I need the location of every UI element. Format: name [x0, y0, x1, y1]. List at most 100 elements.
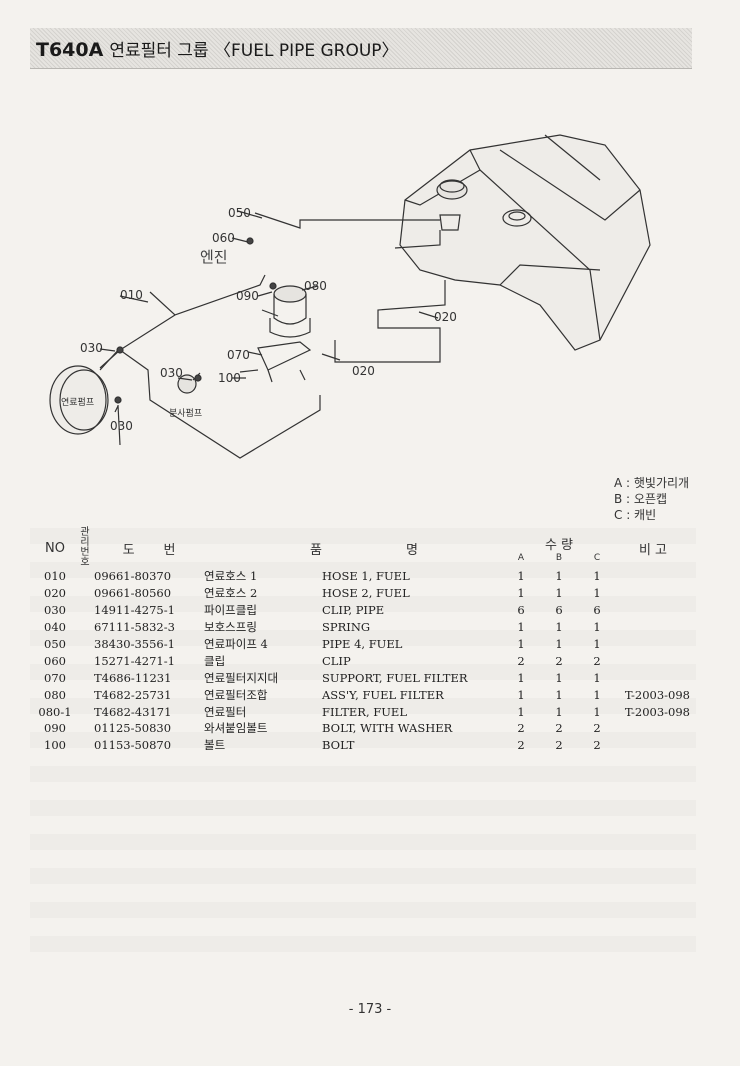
part-number: 09661-80370 [94, 569, 172, 584]
qty-b: 2 [555, 721, 563, 736]
part-name-english: ASS'Y, FUEL FILTER [322, 687, 444, 702]
part-name-korean: 보호스프링 [204, 620, 257, 635]
part-name-korean: 연료필터조합 [204, 687, 268, 702]
management-no [80, 619, 90, 636]
remarks [616, 619, 696, 636]
qty-a: 2 [517, 721, 525, 736]
part-number: 14911-4275-1 [94, 603, 175, 618]
management-no [80, 703, 90, 720]
part-name-korean: 연료파이프 4 [204, 637, 268, 651]
management-no [80, 602, 90, 619]
qty-a: 1 [517, 687, 525, 702]
part-number: 01125-50830 [94, 721, 172, 736]
part-no: 100 [44, 738, 66, 753]
part-no: 090 [44, 721, 66, 736]
part-name-english: CLIP, PIPE [322, 603, 385, 618]
part-number: 09661-80560 [94, 586, 172, 601]
col-name-b: 명 [406, 542, 418, 558]
label-fuel-pump: 연료펌프 [61, 398, 95, 408]
qty-c: 1 [593, 670, 601, 685]
qty-a: 1 [517, 586, 525, 601]
callout-080: 080 [304, 279, 327, 293]
group-title: 연료필터 그룹 〈FUEL PIPE GROUP〉 [109, 41, 399, 61]
management-no [80, 669, 90, 686]
qty-a: 1 [517, 670, 525, 685]
qty-b: 1 [555, 620, 563, 635]
remarks: T-2003-098 [624, 704, 690, 719]
col-qty-a: A [517, 552, 525, 563]
qty-b: 1 [555, 569, 563, 584]
header-band [30, 28, 692, 69]
callout-030-bottom: 030 [110, 419, 133, 433]
part-name-english: BOLT, WITH WASHER [322, 721, 453, 736]
part-name-english: CLIP [322, 653, 351, 668]
part-name-english: FILTER, FUEL [322, 704, 407, 719]
part-no: 020 [44, 586, 66, 601]
qty-c: 1 [593, 687, 601, 702]
remarks [616, 602, 696, 619]
callout-020-tank: 020 [434, 310, 457, 324]
col-part-number: 도 번 [90, 528, 204, 568]
remarks [616, 585, 696, 602]
legend-a: A : 햇빛가리개 [614, 476, 690, 490]
col-part-b: 번 [163, 542, 176, 558]
callout-030-mid: 030 [160, 366, 183, 380]
remarks [616, 720, 696, 737]
qty-c: 1 [593, 569, 601, 584]
part-name-korean: 와셔붙임볼트 [204, 721, 268, 736]
part-no: 010 [44, 569, 66, 584]
part-number: 01153-50870 [94, 738, 172, 753]
remarks [616, 568, 696, 585]
qty-b: 1 [555, 704, 563, 719]
parts-table: NO 관리번호 도 번 품 명 수 량 A B C 비 고 010 09661-8… [30, 528, 696, 754]
part-name-korean: 연료필터지지대 [204, 670, 279, 685]
remarks: T-2003-098 [624, 687, 690, 702]
qty-b: 1 [555, 687, 563, 702]
remarks [616, 636, 696, 653]
col-no: NO [45, 540, 65, 556]
col-quantity: 수 량 A B C [502, 528, 616, 568]
management-no [80, 737, 90, 754]
part-number: 15271-4271-1 [94, 653, 175, 668]
qty-b: 1 [555, 586, 563, 601]
callout-010: 010 [120, 288, 143, 302]
col-qty-b: B [555, 552, 563, 563]
pipe-050 [254, 212, 440, 229]
qty-c: 2 [593, 738, 601, 753]
callout-020-filter: 020 [352, 364, 375, 378]
model-code: T640A [36, 39, 104, 61]
variant-legend: A : 햇빛가리개 B : 오픈캡 C : 캐빈 [614, 475, 689, 523]
part-no: 080-1 [38, 704, 72, 719]
part-name-korean: 볼트 [204, 738, 226, 753]
callout-engine: 엔진 [200, 248, 228, 266]
callout-100: 100 [218, 371, 241, 385]
qty-c: 6 [593, 603, 601, 618]
part-name-korean: 연료호스 1 [204, 569, 258, 584]
part-name-english: SUPPORT, FUEL FILTER [322, 670, 468, 685]
qty-b: 6 [555, 603, 563, 618]
management-no [80, 585, 90, 602]
part-name-english: BOLT [322, 738, 355, 753]
management-no [80, 636, 90, 653]
table-header-row: NO 관리번호 도 번 품 명 수 량 A B C 비 고 [30, 528, 696, 568]
part-number: 38430-3556-1 [94, 637, 175, 651]
part-number: 67111-5832-3 [94, 620, 175, 635]
qty-a: 6 [517, 603, 525, 618]
fuel-tank-drawing [399, 134, 651, 351]
qty-a: 1 [517, 704, 525, 719]
qty-b: 2 [555, 653, 563, 668]
callout-030-top: 030 [80, 341, 103, 355]
qty-a: 1 [517, 569, 525, 584]
callout-090: 090 [236, 289, 259, 303]
part-no: 040 [44, 620, 66, 635]
remarks [616, 652, 696, 669]
legend-c: C : 캐빈 [614, 508, 657, 522]
